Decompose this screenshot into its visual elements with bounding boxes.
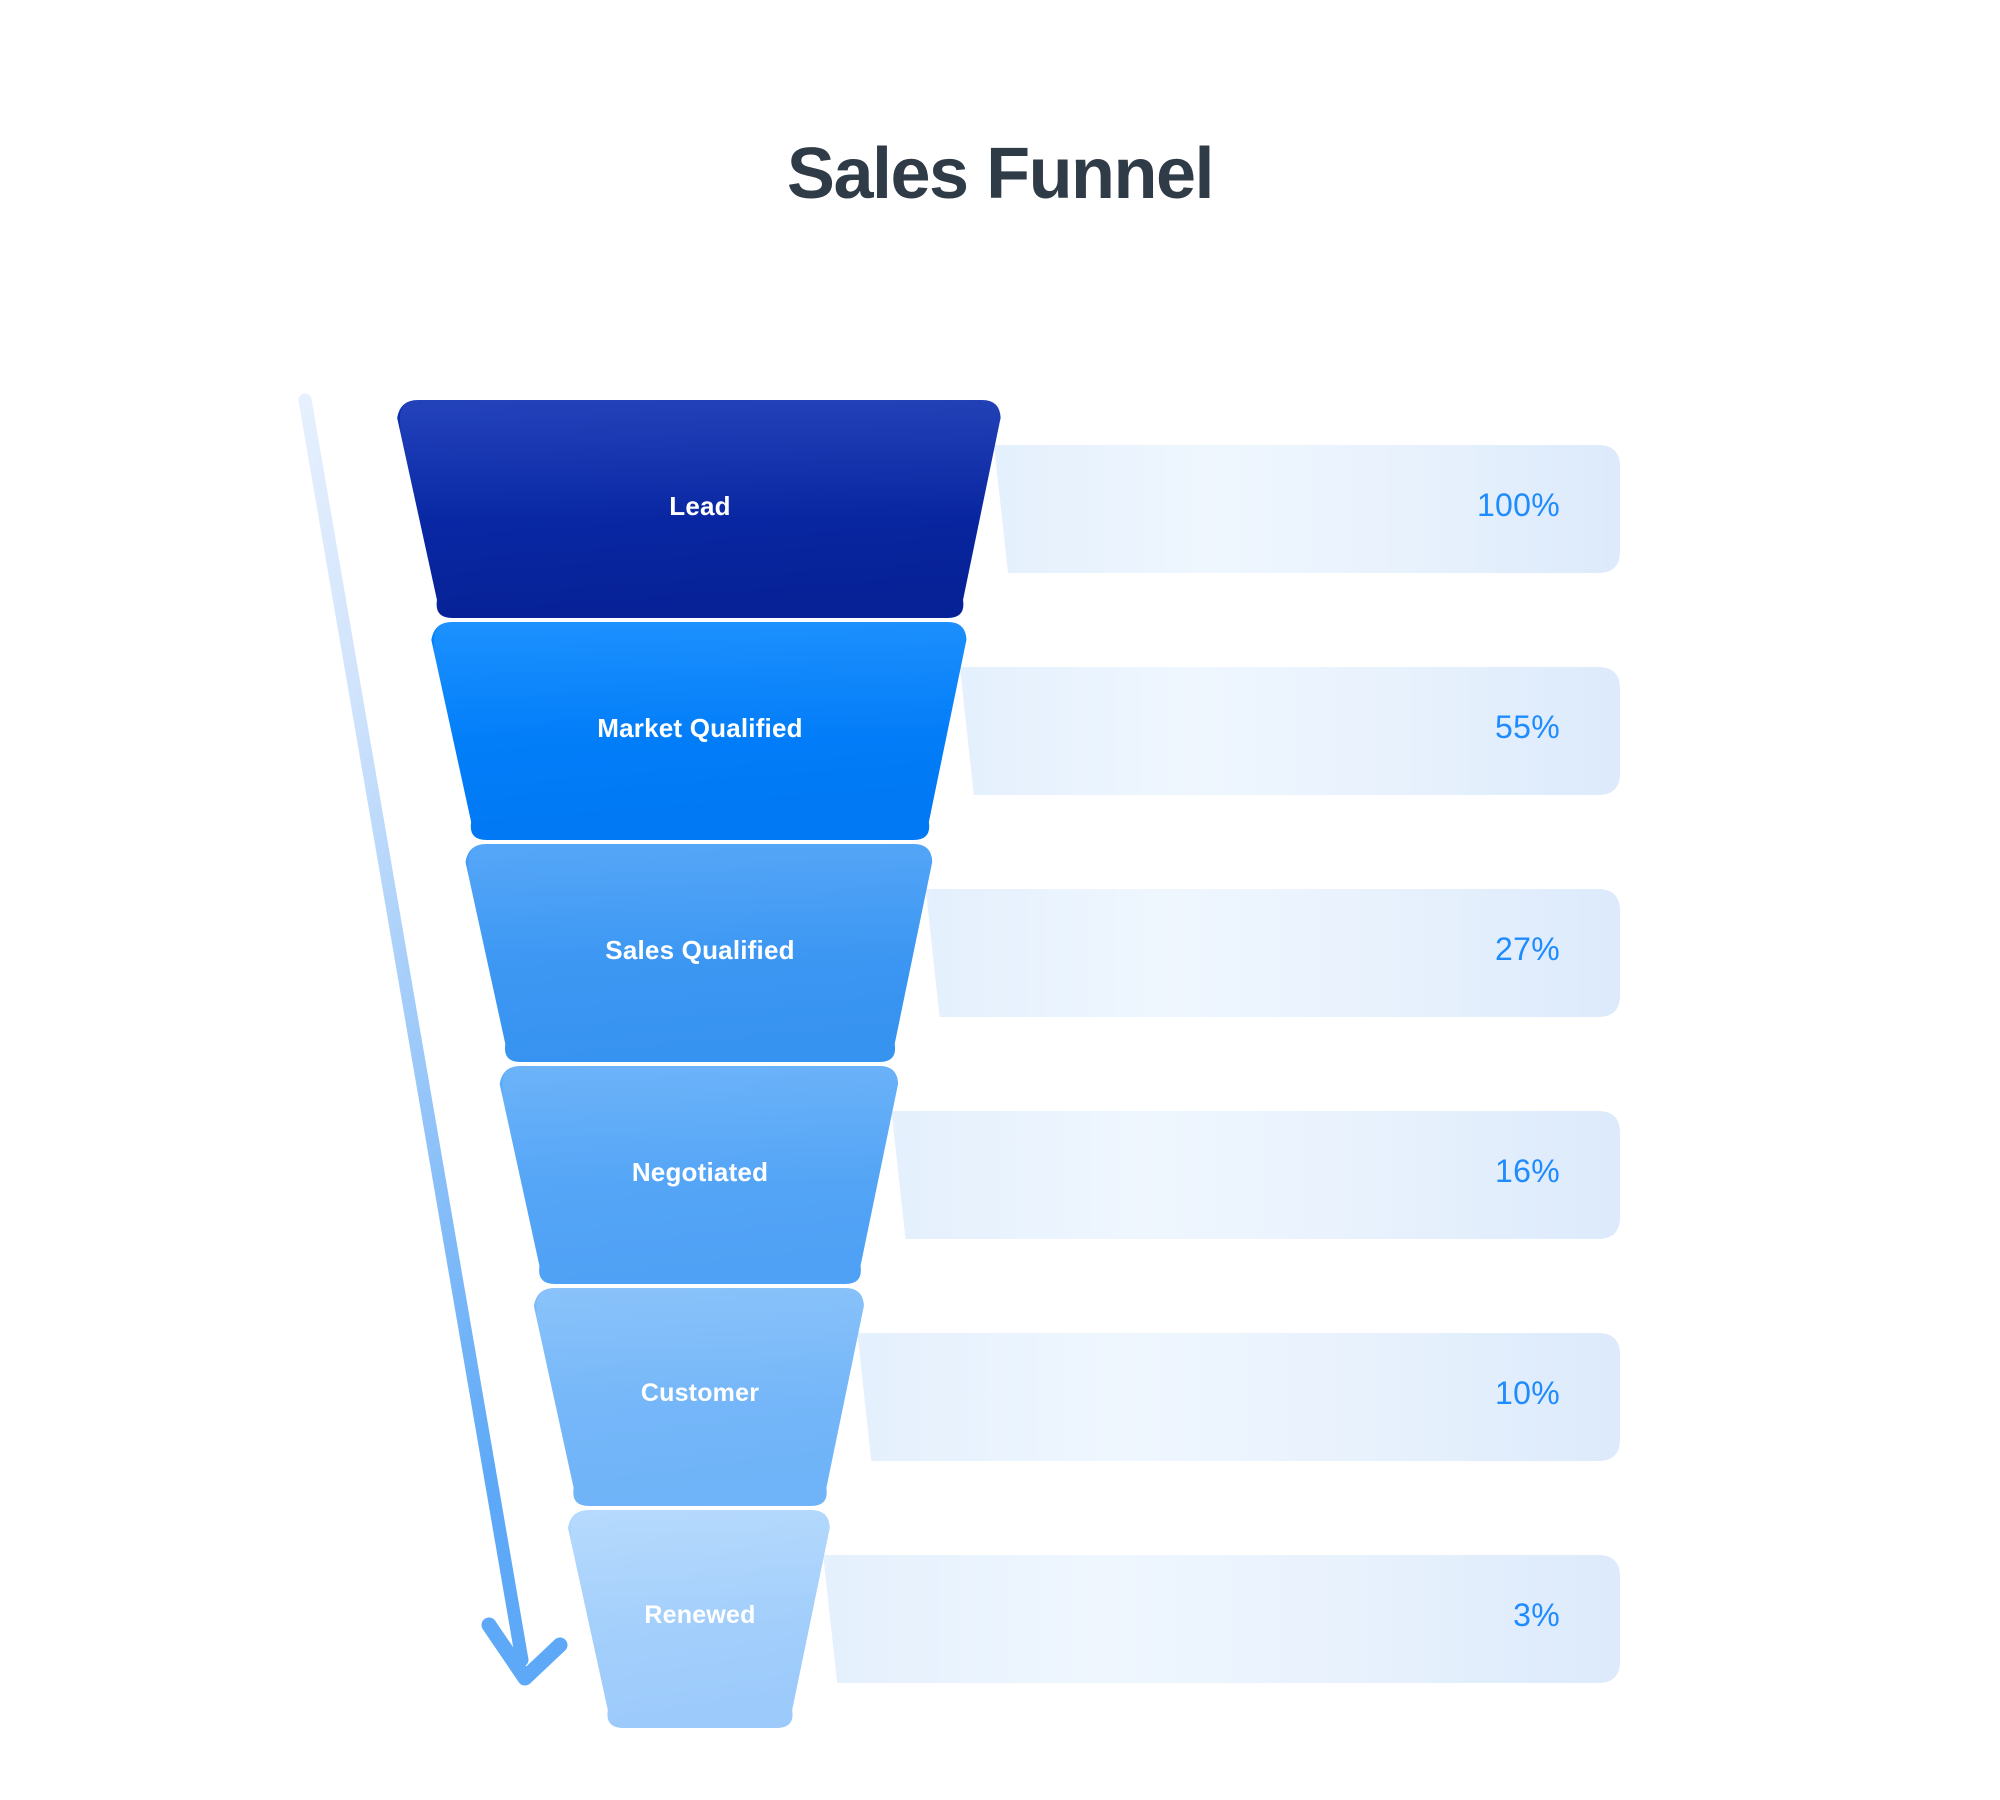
percent-track (857, 1333, 1620, 1461)
percent-track (994, 445, 1620, 573)
down-arrow-icon (298, 393, 568, 1686)
percent-track (959, 667, 1620, 795)
percent-track-group (823, 445, 1620, 1683)
segment-highlight (570, 1510, 830, 1630)
segment-highlight (434, 622, 966, 742)
funnel-segment-group (397, 400, 1001, 1728)
funnel-percent-label: 27% (1495, 931, 1560, 967)
funnel-percent-label: 10% (1495, 1375, 1560, 1411)
segment-highlight (468, 844, 932, 964)
funnel-percent-label: 100% (1476, 487, 1560, 523)
funnel-percent-label: 16% (1495, 1153, 1560, 1189)
segment-highlight (400, 400, 1000, 520)
funnel-percent-label: 55% (1495, 709, 1560, 745)
segment-highlight (502, 1066, 898, 1186)
page-title: Sales Funnel (786, 134, 1215, 214)
percent-track (925, 889, 1620, 1017)
percent-track (891, 1111, 1620, 1239)
funnel-percent-label: 3% (1513, 1597, 1560, 1633)
percent-track (823, 1555, 1620, 1683)
segment-highlight (536, 1288, 864, 1408)
